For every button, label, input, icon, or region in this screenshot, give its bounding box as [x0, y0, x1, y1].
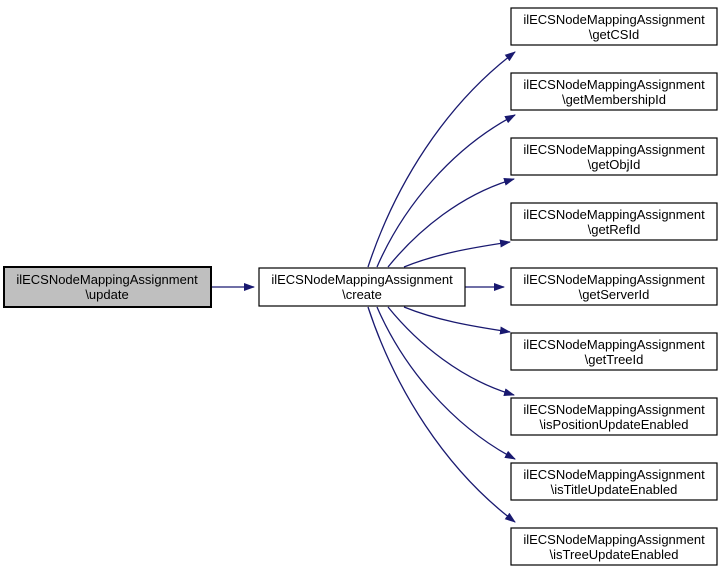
node-update[interactable]: ilECSNodeMappingAssignment \update — [3, 266, 212, 308]
node-getServerId[interactable]: ilECSNodeMappingAssignment \getServerId — [510, 267, 718, 306]
node-isTreeUpdateEnabled-method: \isTreeUpdateEnabled — [550, 547, 679, 562]
edge-create-to-isTitleUpdateEnabled — [376, 306, 516, 460]
node-isPositionUpdateEnabled-box[interactable] — [510, 397, 718, 436]
node-isTitleUpdateEnabled[interactable]: ilECSNodeMappingAssignment \isTitleUpdat… — [510, 462, 718, 501]
node-getRefId-box[interactable] — [510, 202, 718, 241]
node-getTreeId-class: ilECSNodeMappingAssignment — [523, 337, 705, 352]
node-getObjId-class: ilECSNodeMappingAssignment — [523, 142, 705, 157]
edge-create-to-isTreeUpdateEnabled — [367, 306, 516, 523]
edge-create-to-getCSId — [367, 51, 516, 268]
node-isPositionUpdateEnabled[interactable]: ilECSNodeMappingAssignment \isPositionUp… — [510, 397, 718, 436]
node-getTreeId-method: \getTreeId — [585, 352, 644, 367]
node-create-box[interactable] — [258, 267, 466, 307]
node-create-class: ilECSNodeMappingAssignment — [271, 272, 453, 287]
node-getMembershipId[interactable]: ilECSNodeMappingAssignment \getMembershi… — [510, 72, 718, 111]
node-getRefId-class: ilECSNodeMappingAssignment — [523, 207, 705, 222]
edge-create-to-getObjId — [387, 177, 515, 268]
node-isPositionUpdateEnabled-class: ilECSNodeMappingAssignment — [523, 402, 705, 417]
node-update-box[interactable] — [3, 266, 212, 308]
node-getCSId[interactable]: ilECSNodeMappingAssignment \getCSId — [510, 7, 718, 46]
node-getServerId-class: ilECSNodeMappingAssignment — [523, 272, 705, 287]
node-getMembershipId-box[interactable] — [510, 72, 718, 111]
node-update-method: \update — [85, 287, 128, 302]
node-isTitleUpdateEnabled-box[interactable] — [510, 462, 718, 501]
node-getServerId-box[interactable] — [510, 267, 718, 306]
node-getMembershipId-method: \getMembershipId — [562, 92, 666, 107]
node-isTreeUpdateEnabled[interactable]: ilECSNodeMappingAssignment \isTreeUpdate… — [510, 527, 718, 566]
node-isTreeUpdateEnabled-class: ilECSNodeMappingAssignment — [523, 532, 705, 547]
edge-create-to-isPositionUpdateEnabled — [387, 306, 515, 397]
node-getMembershipId-class: ilECSNodeMappingAssignment — [523, 77, 705, 92]
node-getObjId-box[interactable] — [510, 137, 718, 176]
node-getCSId-method: \getCSId — [589, 27, 640, 42]
node-getCSId-class: ilECSNodeMappingAssignment — [523, 12, 705, 27]
node-getRefId-method: \getRefId — [588, 222, 641, 237]
edge-create-to-getMembershipId — [376, 114, 516, 268]
node-getObjId-method: \getObjId — [588, 157, 641, 172]
node-isTreeUpdateEnabled-box[interactable] — [510, 527, 718, 566]
node-getRefId[interactable]: ilECSNodeMappingAssignment \getRefId — [510, 202, 718, 241]
edge-create-to-getTreeId — [403, 306, 511, 335]
node-getObjId[interactable]: ilECSNodeMappingAssignment \getObjId — [510, 137, 718, 176]
node-getTreeId-box[interactable] — [510, 332, 718, 371]
edge-group — [211, 51, 516, 523]
node-create[interactable]: ilECSNodeMappingAssignment \create — [258, 267, 466, 307]
node-isTitleUpdateEnabled-class: ilECSNodeMappingAssignment — [523, 467, 705, 482]
node-isTitleUpdateEnabled-method: \isTitleUpdateEnabled — [551, 482, 678, 497]
node-getCSId-box[interactable] — [510, 7, 718, 46]
node-create-method: \create — [342, 287, 382, 302]
node-getTreeId[interactable]: ilECSNodeMappingAssignment \getTreeId — [510, 332, 718, 371]
edge-create-to-getRefId — [403, 239, 511, 268]
node-update-class: ilECSNodeMappingAssignment — [16, 272, 198, 287]
node-getServerId-method: \getServerId — [579, 287, 650, 302]
node-isPositionUpdateEnabled-method: \isPositionUpdateEnabled — [540, 417, 689, 432]
